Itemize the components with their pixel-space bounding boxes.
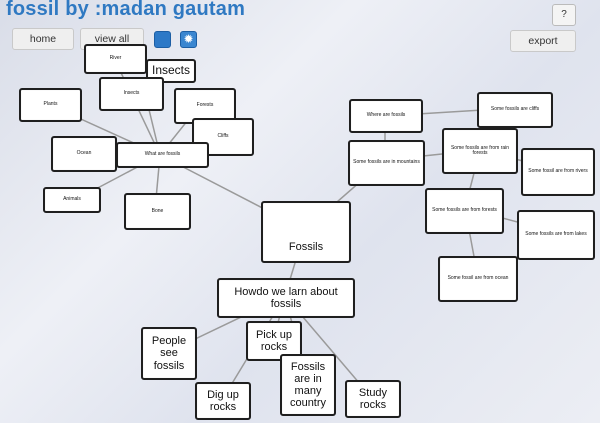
node-some-mountains[interactable]: Some fossils are in mountains xyxy=(348,140,425,186)
export-button[interactable]: export xyxy=(510,30,576,52)
node-plants[interactable]: Plants xyxy=(19,88,82,122)
node-some-forests[interactable]: Some fossils are from forests xyxy=(425,188,504,234)
node-river[interactable]: River xyxy=(84,44,147,74)
node-what-are-fossils[interactable]: What are fossils xyxy=(116,142,209,168)
node-how-learn[interactable]: Howdo we larn about fossils xyxy=(217,278,355,318)
node-some-ocean[interactable]: Some fossil are from ocean xyxy=(438,256,518,302)
color-swatch-button[interactable] xyxy=(154,31,171,48)
node-study-rocks[interactable]: Study rocks xyxy=(345,380,401,418)
home-button[interactable]: home xyxy=(12,28,74,50)
node-insects-small[interactable]: Insects xyxy=(99,77,164,111)
node-fossils-many-country[interactable]: Fossils are in many country xyxy=(280,354,336,416)
node-dig-up-rocks[interactable]: Dig up rocks xyxy=(195,382,251,420)
node-where-are-fossils[interactable]: Where are fossils xyxy=(349,99,423,133)
node-fossils-root[interactable]: Fossils xyxy=(261,201,351,263)
node-some-rivers[interactable]: Some fossil are from rivers xyxy=(521,148,595,196)
node-pick-up-rocks[interactable]: Pick up rocks xyxy=(246,321,302,361)
gear-icon[interactable]: ✹ xyxy=(180,31,197,48)
node-animals[interactable]: Animals xyxy=(43,187,101,213)
node-people-see-fossils[interactable]: People see fossils xyxy=(141,327,197,380)
help-button[interactable]: ? xyxy=(552,4,576,26)
node-ocean[interactable]: Ocean xyxy=(51,136,117,172)
node-some-lakes[interactable]: Some fossils are from lakes xyxy=(517,210,595,260)
node-some-rain-forests[interactable]: Some fossils are from rain forests xyxy=(442,128,518,174)
node-bone[interactable]: Bone xyxy=(124,193,191,230)
map-title: fossil by :madan gautam xyxy=(6,0,246,20)
node-some-cliffs[interactable]: Some fossils are cliffs xyxy=(477,92,553,128)
